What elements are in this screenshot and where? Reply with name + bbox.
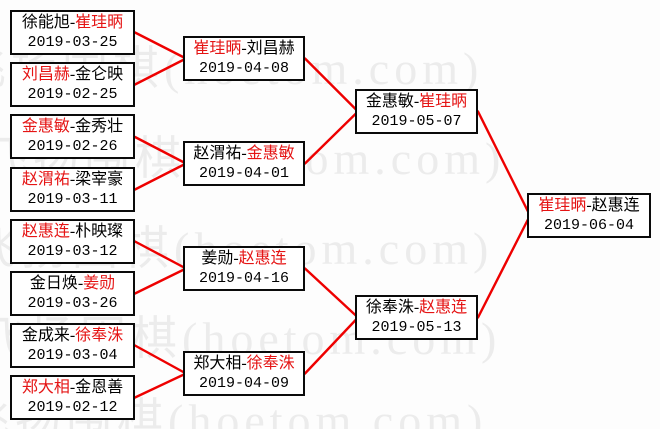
match-players: 金惠敏-崔珪昞 — [366, 92, 467, 112]
match-date: 2019-04-09 — [198, 374, 289, 392]
match-box-r1-8: 郑大相-金恩善 2019-02-12 — [10, 375, 135, 420]
player-name: 崔珪昞 — [538, 196, 587, 214]
player-name: 徐奉洙 — [365, 298, 414, 316]
match-players: 金惠敏-金秀壮 — [22, 117, 123, 137]
match-date: 2019-03-26 — [27, 294, 118, 312]
player-name: 金恩善 — [75, 378, 124, 396]
match-box-final: 崔珪昞-赵惠连 2019-06-04 — [527, 193, 651, 238]
vs-dash: - — [241, 354, 247, 372]
match-box-r1-2: 刘昌赫-金仑映 2019-02-25 — [10, 62, 135, 107]
vs-dash: - — [586, 196, 592, 214]
match-players: 赵渭祐-梁宰豪 — [22, 170, 123, 190]
match-players: 郑大相-金恩善 — [22, 378, 123, 398]
player-name: 赵惠连 — [419, 298, 468, 316]
match-players: 金成来-徐奉洙 — [22, 326, 123, 346]
match-players: 郑大相-徐奉洙 — [193, 354, 294, 374]
vs-dash: - — [69, 170, 76, 188]
player-name: 刘昌赫 — [246, 39, 295, 57]
match-box-r1-6: 金日焕-姜勋 2019-03-26 — [10, 271, 135, 316]
match-date: 2019-05-13 — [371, 318, 462, 336]
match-players: 金日焕-姜勋 — [30, 274, 115, 294]
match-players: 徐能旭-崔珪昞 — [22, 13, 123, 33]
match-box-r1-4: 赵渭祐-梁宰豪 2019-03-11 — [10, 167, 135, 212]
vs-dash: - — [233, 249, 239, 267]
match-date: 2019-04-01 — [198, 164, 289, 182]
player-name: 金成来 — [21, 326, 70, 344]
vs-dash: - — [69, 65, 76, 83]
match-box-r1-1: 徐能旭-崔珪昞 2019-03-25 — [10, 10, 135, 55]
match-box-r2-4: 郑大相-徐奉洙 2019-04-09 — [183, 351, 305, 396]
match-box-r2-1: 崔珪昞-刘昌赫 2019-04-08 — [183, 36, 305, 81]
match-date: 2019-02-12 — [27, 398, 118, 416]
match-box-r2-3: 姜勋-赵惠连 2019-04-16 — [183, 246, 305, 291]
match-box-sf-1: 金惠敏-崔珪昞 2019-05-07 — [355, 89, 478, 134]
vs-dash: - — [69, 378, 76, 396]
match-date: 2019-02-26 — [27, 137, 118, 155]
match-players: 赵渭祐-金惠敏 — [193, 144, 294, 164]
match-date: 2019-05-07 — [371, 112, 462, 130]
match-date: 2019-04-16 — [198, 269, 289, 287]
vs-dash: - — [69, 117, 76, 135]
player-name: 朴映璨 — [75, 222, 124, 240]
player-name: 赵渭祐 — [193, 144, 242, 162]
player-name: 金仑映 — [75, 65, 124, 83]
match-box-r1-3: 金惠敏-金秀壮 2019-02-26 — [10, 114, 135, 159]
vs-dash: - — [69, 326, 76, 344]
vs-dash: - — [413, 92, 420, 110]
match-date: 2019-03-25 — [27, 33, 118, 51]
player-name: 姜勋 — [83, 274, 116, 292]
player-name: 徐奉洙 — [246, 354, 295, 372]
match-box-r2-2: 赵渭祐-金惠敏 2019-04-01 — [183, 141, 305, 186]
match-box-sf-2: 徐奉洙-赵惠连 2019-05-13 — [355, 295, 478, 340]
player-name: 郑大相 — [193, 354, 242, 372]
player-name: 赵惠连 — [21, 222, 70, 240]
player-name: 金惠敏 — [21, 117, 70, 135]
player-name: 崔珪昞 — [75, 13, 124, 31]
player-name: 金日焕 — [29, 274, 78, 292]
player-name: 郑大相 — [21, 378, 70, 396]
match-date: 2019-02-25 — [27, 85, 118, 103]
player-name: 崔珪昞 — [419, 92, 468, 110]
match-box-r1-5: 赵惠连-朴映璨 2019-03-12 — [10, 219, 135, 264]
vs-dash: - — [241, 144, 247, 162]
vs-dash: - — [69, 222, 76, 240]
match-date: 2019-06-04 — [543, 216, 634, 234]
match-date: 2019-03-12 — [27, 242, 118, 260]
player-name: 崔珪昞 — [193, 39, 242, 57]
match-players: 赵惠连-朴映璨 — [22, 222, 123, 242]
vs-dash: - — [77, 274, 84, 292]
player-name: 金惠敏 — [365, 92, 414, 110]
player-name: 赵惠连 — [238, 249, 287, 267]
player-name: 金惠敏 — [246, 144, 295, 162]
player-name: 金秀壮 — [75, 117, 124, 135]
player-name: 刘昌赫 — [21, 65, 70, 83]
match-players: 徐奉洙-赵惠连 — [366, 298, 467, 318]
vs-dash: - — [241, 39, 247, 57]
match-players: 姜勋-赵惠连 — [201, 249, 286, 269]
player-name: 梁宰豪 — [75, 170, 124, 188]
player-name: 徐能旭 — [21, 13, 70, 31]
match-players: 崔珪昞-赵惠连 — [538, 196, 639, 216]
match-players: 刘昌赫-金仑映 — [22, 65, 123, 85]
match-box-r1-7: 金成来-徐奉洙 2019-03-04 — [10, 323, 135, 368]
vs-dash: - — [69, 13, 76, 31]
match-date: 2019-03-11 — [27, 190, 118, 208]
player-name: 徐奉洙 — [75, 326, 124, 344]
match-date: 2019-03-04 — [27, 346, 118, 364]
player-name: 赵惠连 — [591, 196, 640, 214]
match-date: 2019-04-08 — [198, 59, 289, 77]
player-name: 姜勋 — [201, 249, 234, 267]
vs-dash: - — [413, 298, 420, 316]
match-players: 崔珪昞-刘昌赫 — [193, 39, 294, 59]
player-name: 赵渭祐 — [21, 170, 70, 188]
